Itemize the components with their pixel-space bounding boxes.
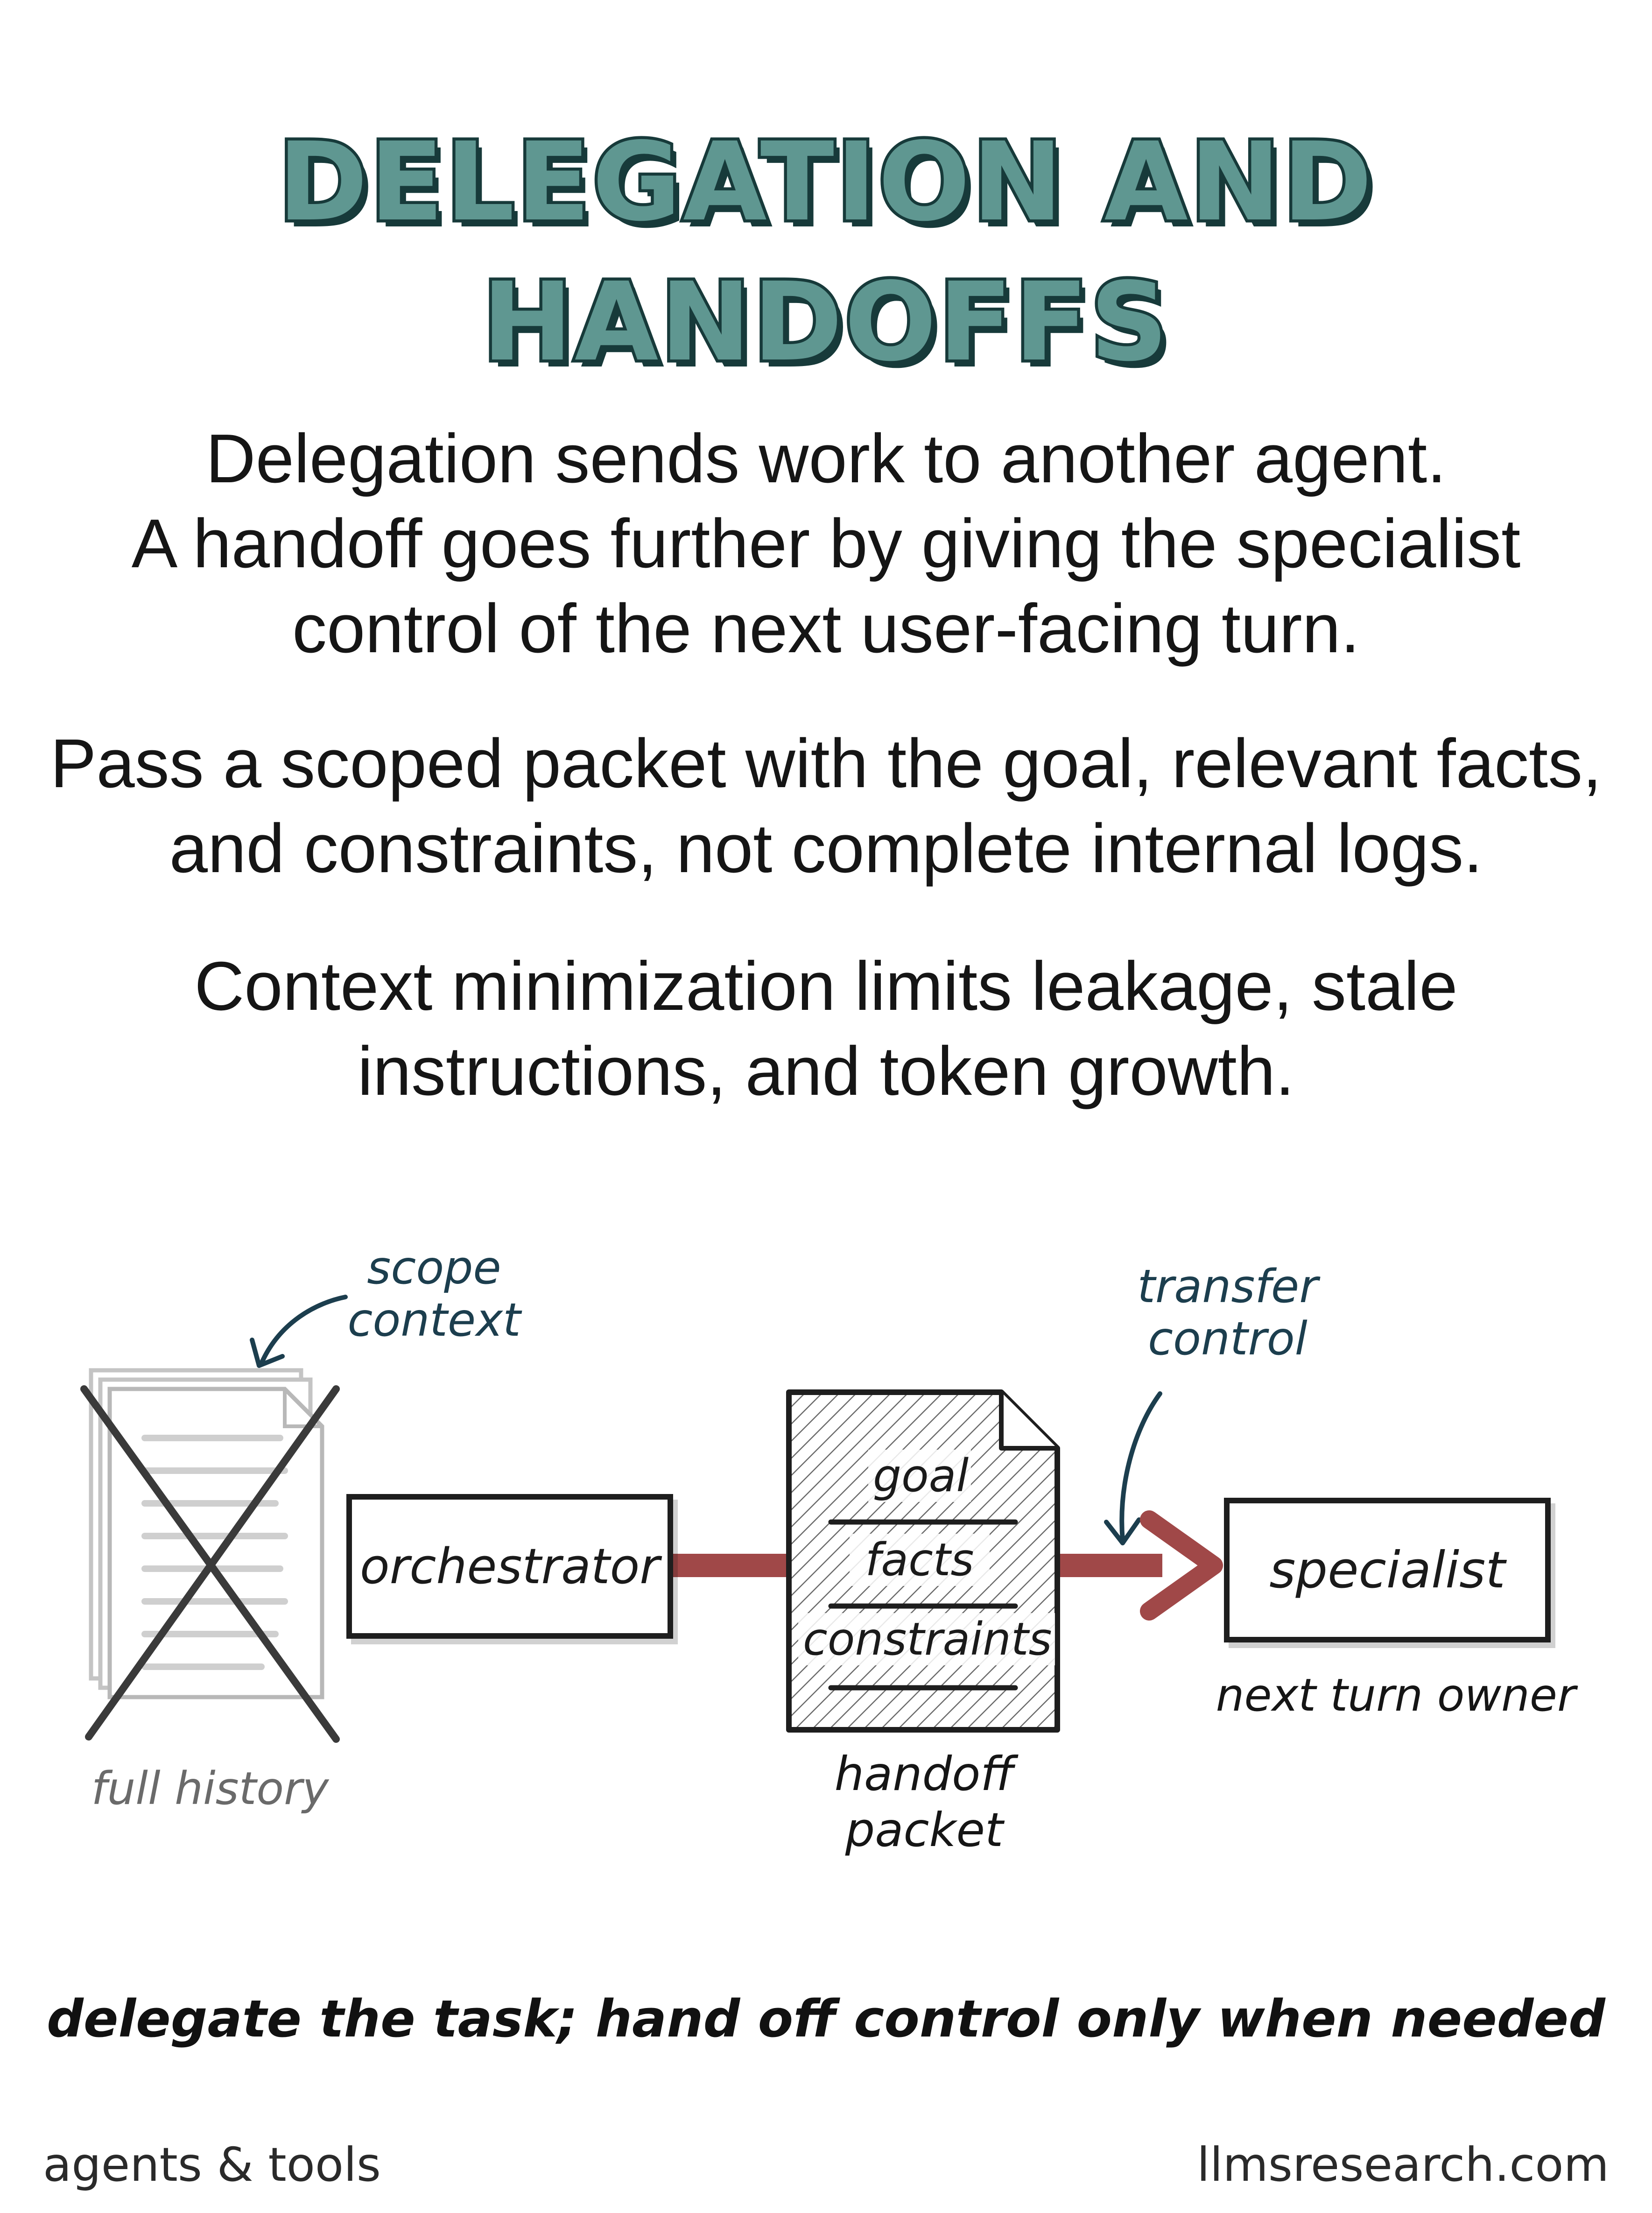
paragraph-delegation: Delegation sends work to another agent. … <box>0 416 1652 671</box>
packet-field-facts: facts <box>850 1534 990 1586</box>
title-line-1: DELEGATION AND <box>275 116 1375 248</box>
packet-field-constraints: constraints <box>798 1613 1055 1665</box>
tagline: delegate the task; hand off control only… <box>47 1989 1605 2049</box>
paragraph-line: Context minimization limits leakage, sta… <box>194 948 1458 1025</box>
packet-label-line: packet <box>845 1803 1004 1857</box>
handoff-packet-label: handoff packet <box>794 1746 1055 1858</box>
note-line: control <box>1148 1312 1308 1366</box>
cross-out-icon <box>80 1385 340 1743</box>
orchestrator-label: orchestrator <box>359 1538 660 1595</box>
scope-arrow-icon <box>250 1295 348 1368</box>
paragraph-line: Delegation sends work to another agent. <box>205 420 1447 497</box>
paragraph-line: control of the next user-facing turn. <box>292 590 1360 667</box>
transfer-arrow-icon <box>1104 1391 1162 1545</box>
transfer-control-note: transfer control <box>1106 1261 1349 1365</box>
paragraph-scoped-packet: Pass a scoped packet with the goal, rele… <box>0 721 1652 891</box>
orchestrator-box: orchestrator <box>346 1494 673 1639</box>
packet-label-line: handoff <box>834 1747 1014 1801</box>
paragraph-line: and constraints, not complete internal l… <box>169 810 1483 887</box>
title-line-2: HANDOFFS <box>479 256 1171 388</box>
paragraph-line: A handoff goes further by giving the spe… <box>131 505 1521 582</box>
specialist-box: specialist <box>1224 1498 1551 1642</box>
scope-context-note: scope context <box>327 1242 541 1346</box>
packet-field-goal: goal <box>868 1450 971 1502</box>
note-line: context <box>347 1294 521 1347</box>
history-documents-icon <box>89 1368 324 1699</box>
paragraph-line: instructions, and token growth. <box>357 1033 1295 1110</box>
paragraph-context-minimization: Context minimization limits leakage, sta… <box>0 944 1652 1114</box>
footer-category: agents & tools <box>43 2137 381 2192</box>
footer-site-link[interactable]: llmsresearch.com <box>1196 2137 1609 2192</box>
note-line: transfer <box>1137 1260 1318 1313</box>
next-turn-owner-label: next turn owner <box>1216 1669 1576 1721</box>
specialist-label: specialist <box>1269 1541 1505 1600</box>
note-line: scope <box>367 1241 501 1295</box>
paragraph-line: Pass a scoped packet with the goal, rele… <box>50 725 1602 802</box>
flow-arrow <box>673 1510 1223 1621</box>
full-history-label: full history <box>91 1762 329 1815</box>
